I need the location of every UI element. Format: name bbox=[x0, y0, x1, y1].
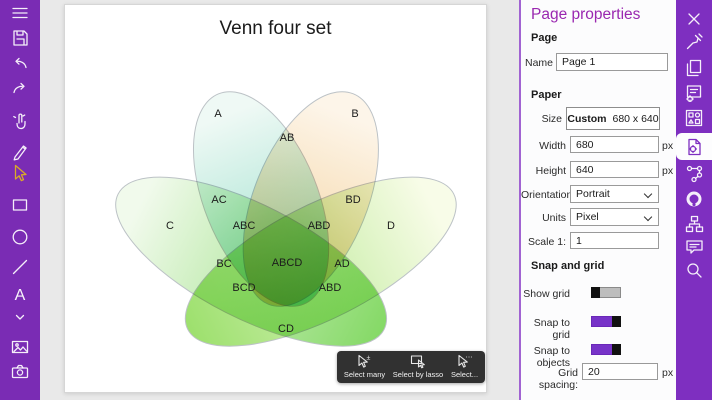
venn-region-label: BC bbox=[216, 258, 232, 270]
venn-region-label: BD bbox=[345, 194, 361, 206]
venn-region-label: AD bbox=[334, 258, 350, 270]
theme-palette-icon[interactable] bbox=[683, 188, 705, 210]
right-toolbar bbox=[676, 0, 712, 400]
line-tool-icon[interactable] bbox=[9, 256, 31, 278]
panel-title: Page properties bbox=[531, 6, 641, 23]
venn-region-label: ABC bbox=[232, 220, 256, 232]
select-more-button[interactable]: ⋯ Select... bbox=[450, 354, 479, 380]
venn-region-label: ABCD bbox=[271, 257, 303, 269]
zoom-icon[interactable] bbox=[683, 259, 705, 281]
redo-icon[interactable] bbox=[9, 77, 31, 99]
select-tool-icon[interactable] bbox=[9, 162, 31, 184]
ellipse-tool-icon[interactable] bbox=[9, 226, 31, 248]
venn-ellipses bbox=[115, 73, 457, 347]
venn-region-label: CD bbox=[278, 323, 294, 335]
venn-region-label: C bbox=[166, 220, 174, 232]
snap-to-objects-toggle[interactable] bbox=[591, 344, 621, 355]
connectors-icon[interactable] bbox=[683, 163, 705, 185]
size-value: 680 x 640 bbox=[612, 112, 659, 125]
snap-to-grid-label: Snap to grid bbox=[533, 317, 570, 341]
camera-icon[interactable] bbox=[9, 361, 31, 383]
diagram-settings-icon[interactable] bbox=[683, 82, 705, 104]
venn-region-label: ABD bbox=[307, 220, 331, 232]
selection-toolbar: ± Select many Select by lasso ⋯ Select..… bbox=[337, 351, 485, 383]
page-name-input[interactable] bbox=[556, 53, 668, 71]
orientation-label: Orientation bbox=[521, 189, 573, 201]
venn-region-label: B bbox=[351, 108, 359, 120]
svg-text:⋯: ⋯ bbox=[466, 355, 473, 362]
width-input[interactable] bbox=[570, 136, 659, 153]
grid-spacing-input[interactable] bbox=[582, 363, 658, 380]
select-by-lasso-button[interactable]: Select by lasso bbox=[392, 351, 444, 383]
units-dropdown[interactable]: Pixel bbox=[570, 208, 659, 226]
show-grid-label: Show grid bbox=[523, 288, 570, 300]
save-icon[interactable] bbox=[9, 27, 31, 49]
pages-icon[interactable] bbox=[683, 57, 705, 79]
orientation-dropdown[interactable]: Portrait bbox=[570, 185, 659, 203]
page-properties-icon[interactable] bbox=[683, 136, 705, 158]
text-tool-icon[interactable]: A bbox=[9, 284, 31, 306]
scale-input[interactable] bbox=[570, 232, 659, 249]
venn-region-label: BCD bbox=[232, 282, 256, 294]
grid-spacing-unit: px bbox=[662, 367, 674, 379]
name-label: Name bbox=[524, 57, 553, 69]
chevron-down-icon bbox=[643, 212, 653, 222]
scale-label: Scale 1: bbox=[528, 236, 566, 248]
page-section-heading: Page bbox=[531, 32, 558, 44]
toggle-knob bbox=[591, 287, 600, 298]
rectangle-tool-icon[interactable] bbox=[9, 194, 31, 216]
pin-icon[interactable] bbox=[683, 31, 705, 53]
snap-section-heading: Snap and grid bbox=[531, 260, 605, 272]
more-shapes-chevron-icon[interactable] bbox=[9, 307, 31, 329]
touch-icon[interactable] bbox=[9, 111, 31, 133]
layout-icon[interactable] bbox=[683, 213, 705, 235]
svg-text:±: ± bbox=[367, 355, 371, 362]
size-kind: Custom bbox=[567, 112, 607, 125]
select-by-lasso-icon bbox=[410, 355, 425, 369]
width-label: Width bbox=[539, 140, 566, 152]
width-unit: px bbox=[662, 140, 674, 152]
diagram-title: Venn four set bbox=[219, 18, 332, 39]
select-many-button[interactable]: ± Select many bbox=[343, 354, 386, 379]
shapes-gallery-icon[interactable] bbox=[683, 107, 705, 129]
comments-icon[interactable] bbox=[683, 236, 705, 258]
venn-region-label: D bbox=[387, 220, 395, 232]
snap-to-grid-toggle[interactable] bbox=[591, 316, 621, 327]
chevron-down-icon bbox=[643, 189, 653, 199]
height-label: Height bbox=[535, 165, 566, 177]
size-label: Size bbox=[541, 113, 562, 125]
height-unit: px bbox=[662, 165, 674, 177]
snap-to-objects-label: Snap to objects bbox=[533, 345, 570, 369]
image-icon[interactable] bbox=[9, 336, 31, 358]
paper-size-button[interactable]: Custom 680 x 640 bbox=[566, 107, 660, 130]
left-toolbar: A bbox=[0, 0, 40, 400]
toggle-knob bbox=[612, 316, 621, 327]
venn-region-label: AB bbox=[279, 132, 295, 144]
select-more-icon: ⋯ bbox=[458, 355, 473, 368]
canvas-area: Venn four set bbox=[40, 0, 519, 400]
venn-diagram[interactable] bbox=[65, 5, 486, 392]
paper-section-heading: Paper bbox=[531, 89, 562, 101]
svg-text:A: A bbox=[15, 287, 26, 304]
venn-region-label: A bbox=[214, 108, 222, 120]
undo-icon[interactable] bbox=[9, 52, 31, 74]
height-input[interactable] bbox=[570, 161, 659, 178]
select-many-icon: ± bbox=[358, 354, 371, 368]
close-icon[interactable] bbox=[683, 8, 705, 30]
venn-region-label: ABD bbox=[318, 282, 342, 294]
menu-icon[interactable] bbox=[9, 2, 31, 24]
venn-region-label: AC bbox=[211, 194, 227, 206]
toggle-knob bbox=[612, 344, 621, 355]
drawing-page[interactable]: Venn four set bbox=[64, 4, 487, 393]
units-label: Units bbox=[542, 212, 566, 224]
page-properties-panel: Page properties Page Name Paper Size Cus… bbox=[519, 0, 676, 400]
pen-icon[interactable] bbox=[9, 139, 31, 161]
set-b-ellipse[interactable] bbox=[216, 73, 406, 326]
show-grid-toggle[interactable] bbox=[591, 287, 621, 298]
grid-spacing-label: Grid spacing: bbox=[538, 367, 578, 391]
